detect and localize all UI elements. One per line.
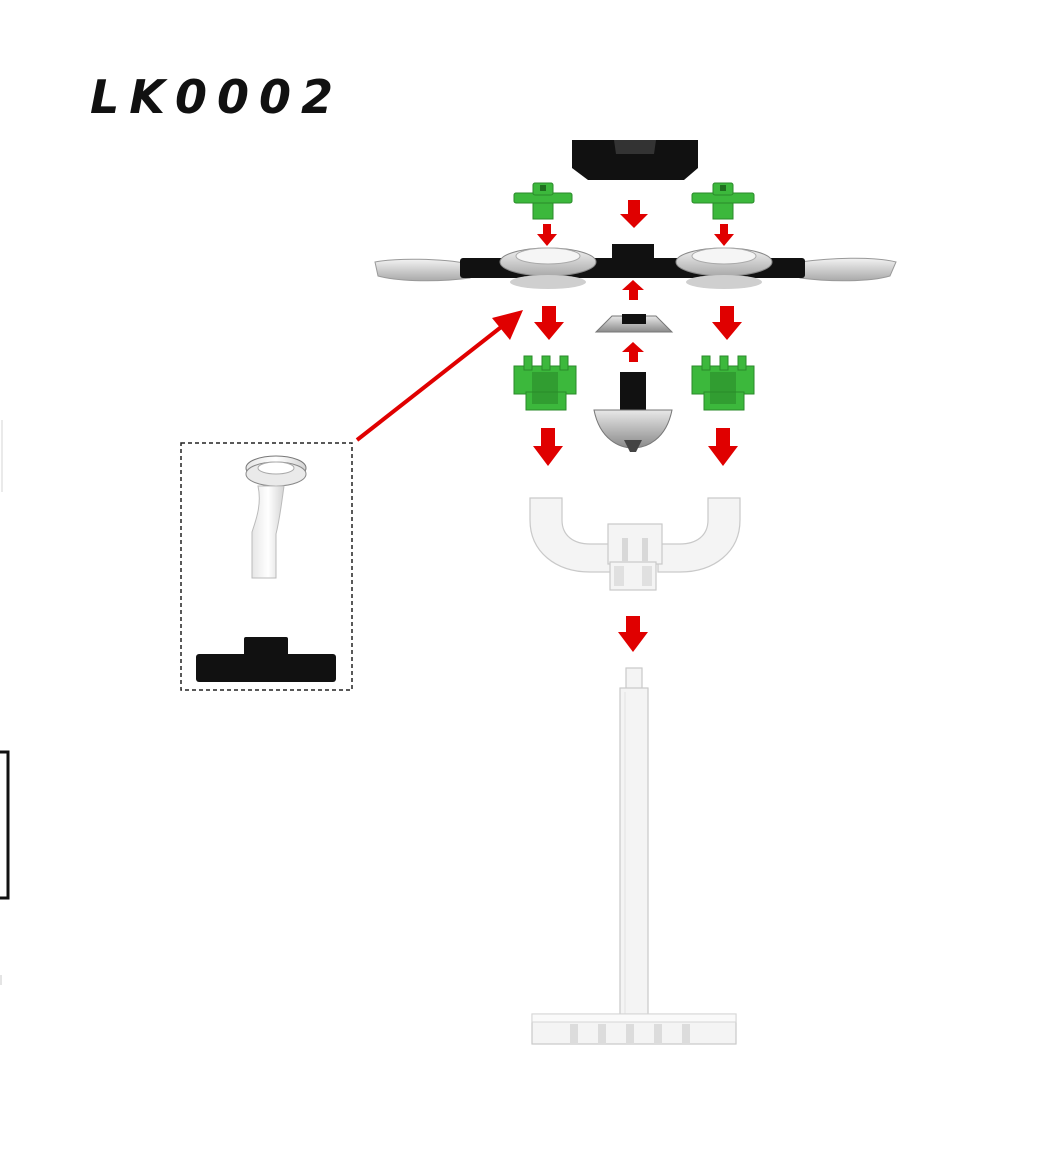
arrow-down-left-2 <box>533 428 563 466</box>
left-edge-marks <box>0 420 10 985</box>
white-base-plate <box>531 1013 737 1045</box>
arrow-up-center-1 <box>622 280 644 300</box>
arrow-down-to-pole <box>618 616 648 652</box>
arrow-down-small-right <box>714 224 734 246</box>
arrow-up-center-2 <box>622 342 644 362</box>
arrow-down-right-1 <box>712 306 742 340</box>
green-connector-large-right <box>691 355 755 411</box>
black-post-with-saucer <box>593 372 673 452</box>
green-connector-large-left <box>513 355 577 411</box>
white-pole <box>619 667 649 1019</box>
inset-dashed-box <box>180 442 353 691</box>
arrow-down-top-cap <box>620 200 648 228</box>
arrow-down-small-left <box>537 224 557 246</box>
inset-black-base <box>196 637 336 682</box>
arrows-layer <box>355 200 742 652</box>
white-u-bracket <box>529 497 741 591</box>
inset-clear-stem <box>245 455 307 579</box>
center-cone-piece <box>594 314 674 333</box>
model-code-title: LK0002 <box>90 70 343 124</box>
arrow-down-right-2 <box>708 428 738 466</box>
arrow-down-left-1 <box>534 306 564 340</box>
center-bar-with-hands <box>374 244 897 289</box>
green-connector-small-left <box>513 182 573 220</box>
top-cap <box>572 140 698 180</box>
green-connector-small-right <box>691 182 755 220</box>
arrow-diagonal-inset <box>355 310 523 442</box>
